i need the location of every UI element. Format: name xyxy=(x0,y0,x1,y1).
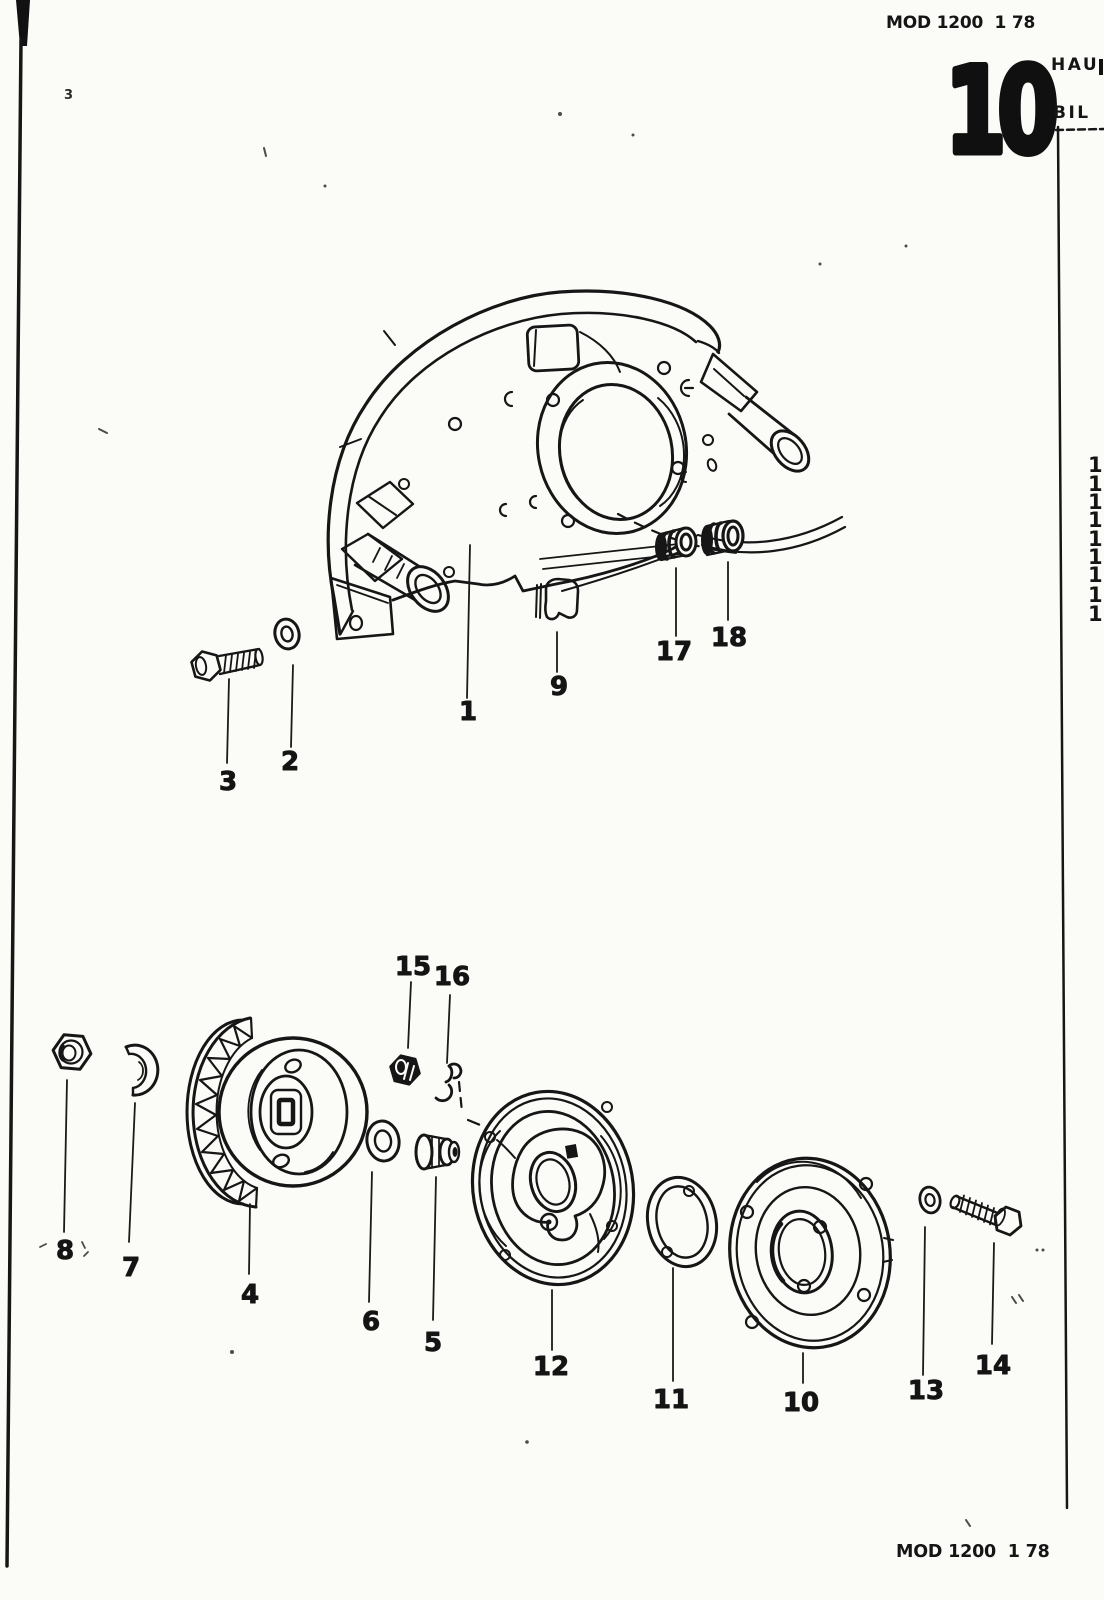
part-key-7 xyxy=(124,1043,160,1097)
callout-leader-13 xyxy=(922,1226,926,1376)
part-cover-10 xyxy=(728,1156,894,1350)
right-table-rule xyxy=(1054,59,1104,1510)
stray-mark-1: 3 xyxy=(64,88,74,103)
case-flywheel-opening xyxy=(535,360,689,536)
case-small-marks xyxy=(447,378,718,518)
case-foot xyxy=(329,576,395,641)
callout-label-11: 11 xyxy=(653,1385,689,1415)
scan-specks xyxy=(39,112,1045,1527)
part-nut-15 xyxy=(389,1054,421,1086)
footer-model-code: MOD 1200 1 78 xyxy=(896,1542,1050,1562)
part-plug-18 xyxy=(701,519,745,557)
callout-leader-2 xyxy=(290,664,294,748)
callout-label-18: 18 xyxy=(711,623,747,653)
callout-leader-14 xyxy=(991,1242,995,1345)
callout-label-14: 14 xyxy=(975,1351,1011,1381)
callout-label-8: 8 xyxy=(56,1236,74,1266)
part-washer-2 xyxy=(273,617,301,651)
quantity-cell-6: 1 xyxy=(1088,545,1103,569)
svg-text:10: 10 xyxy=(945,42,1055,181)
margin-word-hau: HAU xyxy=(1051,55,1100,75)
part-buffer-9 xyxy=(535,577,580,621)
callout-label-2: 2 xyxy=(281,747,299,777)
part-gasket-11 xyxy=(645,1175,719,1269)
part-washer-13 xyxy=(918,1185,942,1215)
margin-word-bil: BIL xyxy=(1053,103,1091,123)
left-page-rule xyxy=(5,0,30,1568)
callout-leader-5 xyxy=(432,1176,437,1321)
callout-leader-7 xyxy=(128,1102,136,1243)
part-bolt-14 xyxy=(949,1194,1023,1237)
part-nut-5 xyxy=(414,1133,461,1171)
part-nut-8 xyxy=(51,1033,93,1071)
quantity-cell-4: 1 xyxy=(1088,508,1103,532)
callout-leader-15 xyxy=(407,981,412,1049)
callout-label-17: 17 xyxy=(656,637,692,667)
callout-label-5: 5 xyxy=(424,1328,442,1358)
callout-label-15: 15 xyxy=(395,952,431,982)
part-crankcase xyxy=(326,289,847,641)
callout-label-16: 16 xyxy=(434,962,470,992)
quantity-cell-7: 1 xyxy=(1088,563,1103,587)
part-bolt-3 xyxy=(190,647,264,682)
header-model-code: MOD 1200 1 78 xyxy=(886,13,1036,33)
part-stator-12 xyxy=(470,1089,636,1287)
callout-leader-3 xyxy=(226,678,230,764)
callout-leader-6 xyxy=(368,1171,373,1303)
callout-label-13: 13 xyxy=(908,1376,944,1406)
part-washer-6 xyxy=(365,1119,401,1163)
quantity-cell-2: 1 xyxy=(1088,472,1103,496)
case-top-tab xyxy=(525,323,621,373)
callout-label-7: 7 xyxy=(122,1253,140,1283)
quantity-cell-9: 1 xyxy=(1088,602,1103,626)
callout-leader-8 xyxy=(63,1079,68,1233)
callout-label-1: 1 xyxy=(459,697,477,727)
quantity-cell-5: 1 xyxy=(1088,527,1103,551)
case-right-stub xyxy=(699,352,811,473)
callout-leader-16 xyxy=(446,994,451,1064)
clipped-letter-fragment xyxy=(1099,59,1103,75)
callout-label-6: 6 xyxy=(362,1307,380,1337)
callout-label-9: 9 xyxy=(550,672,568,702)
section-number-big: 10 xyxy=(942,39,1066,184)
callout-leader-4 xyxy=(248,1203,251,1275)
callout-label-4: 4 xyxy=(241,1280,259,1310)
callout-leader-1 xyxy=(466,544,471,699)
quantity-cell-1: 1 xyxy=(1088,453,1103,477)
part-plug-17 xyxy=(655,526,698,562)
quantity-cell-3: 1 xyxy=(1088,490,1103,514)
part-drum-4 xyxy=(185,1016,369,1209)
case-bottom-edge xyxy=(391,512,847,602)
callout-label-3: 3 xyxy=(219,767,237,797)
quantity-cell-8: 1 xyxy=(1088,583,1103,607)
callout-label-10: 10 xyxy=(783,1388,819,1418)
callout-label-12: 12 xyxy=(533,1352,569,1382)
